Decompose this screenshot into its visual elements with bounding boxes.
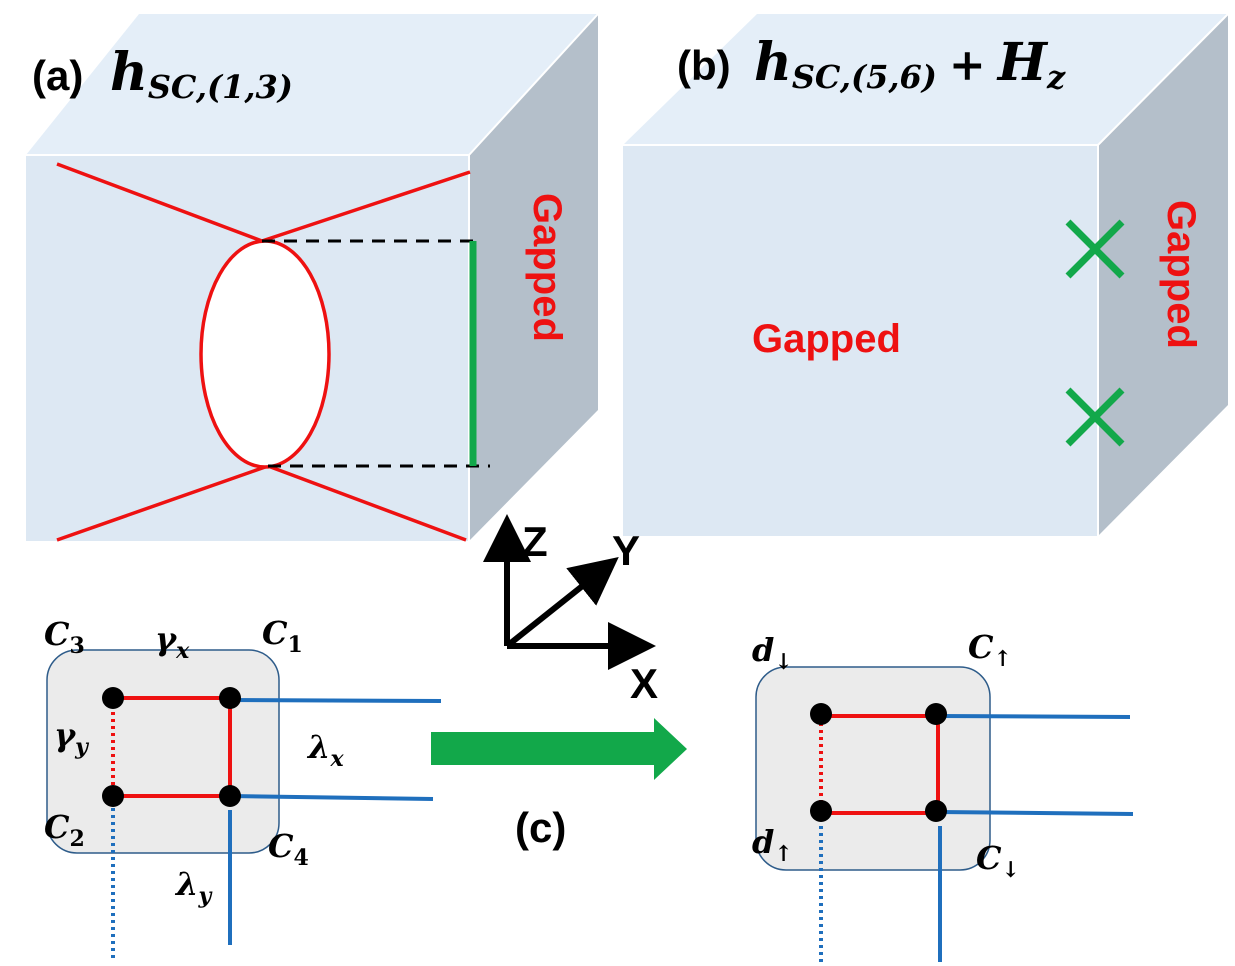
- site-c4: [219, 785, 241, 807]
- panel-a-label: (a): [32, 52, 83, 99]
- label-gamma-y: γy: [54, 716, 90, 760]
- unit-cell-right-box: [755, 666, 991, 871]
- cube-b-side-face: [1098, 14, 1228, 536]
- z-axis-label: Z: [522, 518, 548, 565]
- gapped-cross-bottom: [1065, 387, 1125, 447]
- site-c-down: [925, 800, 947, 822]
- cube-b-front-face: [623, 145, 1098, 536]
- cube-a-side-face: [469, 14, 598, 541]
- label-c4: C4: [268, 827, 309, 871]
- panel-b-front-gapped: Gapped: [752, 317, 901, 361]
- unit-cell-right: [755, 666, 1134, 962]
- panel-b-hamiltonian: hSC,(5,6)+Hz: [754, 32, 1066, 96]
- x-axis-label: X: [630, 660, 658, 707]
- nodal-ring: [199, 239, 331, 469]
- label-d-up: d↑: [752, 823, 793, 867]
- y-axis-label: Y: [612, 527, 640, 574]
- panel-b-side-gapped: Gapped: [1159, 200, 1203, 349]
- panel-a-side-gapped: Gapped: [525, 193, 569, 342]
- site-c3: [102, 687, 124, 709]
- cube-b-top-face: [623, 14, 1228, 145]
- label-d-down: d↓: [752, 631, 793, 675]
- site-c-up: [925, 703, 947, 725]
- site-c1: [219, 687, 241, 709]
- lead-right-bottom: [937, 810, 1134, 816]
- coordinate-axes: [483, 514, 656, 670]
- panel-a-hamiltonian: hSC,(1,3): [110, 42, 293, 106]
- lambda-x-lead-bottom: [229, 794, 434, 801]
- label-c1: C1: [262, 614, 303, 658]
- label-c3: C3: [44, 615, 85, 659]
- panel-b-label: (b): [677, 42, 731, 89]
- panel-c-label: (c): [515, 804, 566, 851]
- cube-a-top-face: [26, 14, 598, 155]
- y-axis: [505, 557, 619, 649]
- label-gamma-x: γx: [155, 620, 190, 664]
- label-lambda-y: λy: [174, 865, 213, 909]
- site-d-down: [810, 703, 832, 725]
- gapped-cross-top: [1065, 219, 1125, 279]
- label-lambda-x: λx: [306, 728, 344, 772]
- label-c2: C2: [44, 808, 85, 852]
- transform-arrow: [431, 718, 687, 780]
- site-d-up: [810, 800, 832, 822]
- fermi-arc-lines: [56, 162, 471, 542]
- label-c-down: C↓: [976, 839, 1020, 883]
- site-c2: [102, 785, 124, 807]
- lead-right-top: [937, 714, 1131, 719]
- cube-b: [623, 13, 1229, 536]
- label-c-up: C↑: [968, 628, 1012, 672]
- unit-cell-left: [46, 649, 442, 960]
- cube-a: [26, 13, 599, 541]
- lambda-x-lead-top: [229, 698, 442, 703]
